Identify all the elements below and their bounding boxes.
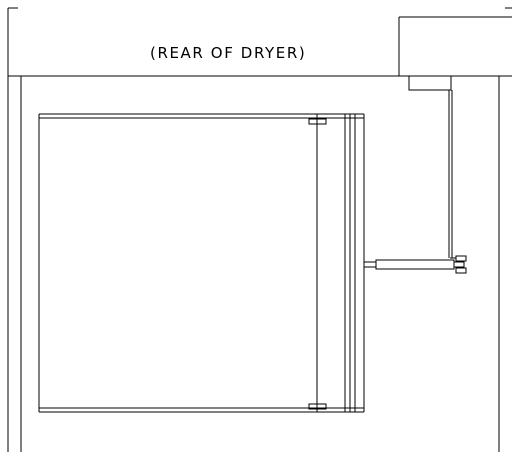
latch-arm-stub [363, 261, 377, 268]
top-hinge [308, 118, 327, 125]
latch-clip-bottom [455, 267, 467, 274]
latch-arm [375, 259, 455, 270]
bottom-hinge [308, 403, 327, 410]
latch-clip-top [455, 255, 467, 262]
rear-of-dryer-label: (REAR OF DRYER) [150, 44, 307, 62]
hanger-bracket [408, 75, 452, 91]
latch-clip-middle [453, 261, 465, 268]
